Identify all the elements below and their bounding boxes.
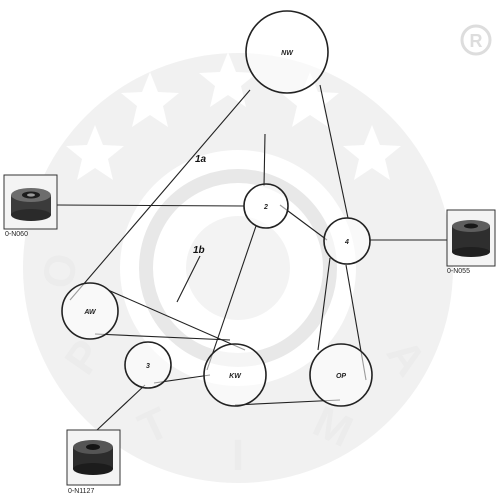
pulley-4: 4 bbox=[323, 217, 371, 265]
registered-mark: R bbox=[470, 31, 483, 51]
registered-mark-ring bbox=[460, 24, 492, 56]
belt-label-1a: 1a bbox=[195, 154, 207, 165]
pulley-label: AW bbox=[83, 309, 97, 316]
leader-line bbox=[96, 384, 146, 431]
part-code: 0-N060 bbox=[5, 231, 28, 238]
pulley-label: 4 bbox=[344, 239, 349, 246]
watermark-star-icon bbox=[343, 125, 401, 180]
part-photo-0-n1127: 0-N1127 bbox=[66, 429, 121, 495]
belt-label-1b: 1b bbox=[193, 245, 205, 256]
pulley-kw: KW bbox=[203, 343, 267, 407]
watermark: O P T I M A R bbox=[23, 24, 492, 483]
belt-segment bbox=[94, 333, 231, 341]
belt-segment bbox=[69, 89, 251, 301]
belt-segment bbox=[317, 257, 331, 351]
tensioner-roller-photo-icon bbox=[11, 188, 51, 221]
pulley-2: 2 bbox=[243, 183, 289, 229]
watermark-star-icon bbox=[121, 72, 179, 127]
part-photo-0-n060: 0-N060 bbox=[3, 174, 58, 238]
pulley-label: KW bbox=[229, 373, 242, 380]
pulley-label: NW bbox=[281, 50, 294, 57]
pulley-label: 2 bbox=[263, 204, 268, 211]
leader-line bbox=[56, 204, 245, 207]
leader-line bbox=[176, 255, 201, 303]
watermark-star-icon bbox=[66, 125, 124, 180]
pulley-nw: NW bbox=[245, 10, 329, 94]
watermark-letter: I bbox=[232, 431, 244, 480]
watermark-hub bbox=[186, 216, 290, 320]
pulley-op: OP bbox=[309, 343, 373, 407]
idler-roller-photo-icon bbox=[452, 220, 490, 257]
watermark-star-icon bbox=[281, 72, 339, 127]
watermark-star-icon bbox=[199, 52, 257, 107]
belt-segment bbox=[263, 133, 266, 187]
belt-segment bbox=[206, 225, 257, 371]
part-code: 0-N1127 bbox=[68, 488, 94, 495]
pulley-3: 3 bbox=[124, 341, 172, 389]
guide-roller-photo-icon bbox=[73, 440, 113, 475]
pulley-aw: AW bbox=[61, 282, 119, 340]
watermark-stars bbox=[66, 52, 401, 180]
pulley-label: OP bbox=[336, 373, 346, 380]
part-code: 0-N055 bbox=[447, 268, 470, 275]
belt-segment bbox=[319, 84, 349, 219]
pulley-label: 3 bbox=[146, 363, 150, 370]
part-photo-0-n055: 0-N055 bbox=[446, 209, 496, 275]
